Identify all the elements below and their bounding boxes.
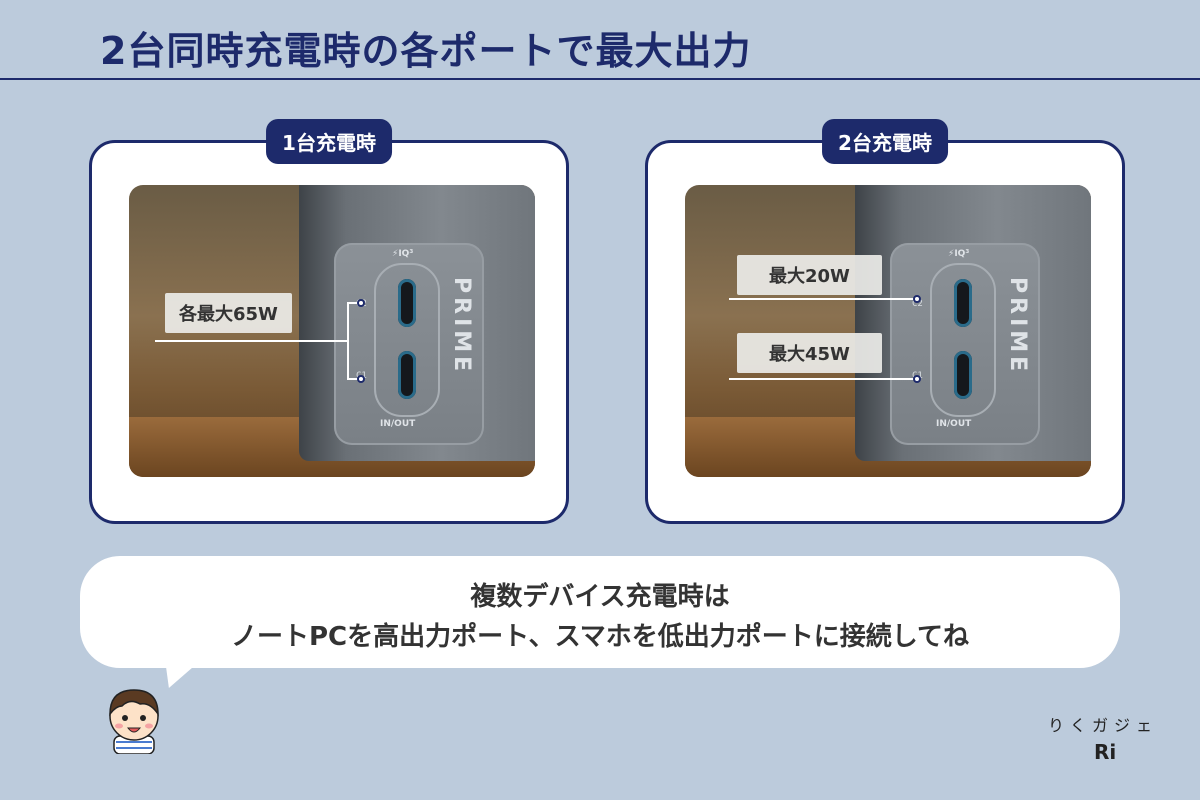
avatar	[100, 684, 168, 755]
brand-logo: PRIME	[1005, 277, 1030, 376]
inout-label: IN/OUT	[380, 419, 416, 429]
brand-logo: PRIME	[449, 277, 474, 376]
charger-photo: ⚡IQ³ C2 C1 IN/OUT PRIME 各最大65W	[129, 185, 535, 477]
iq-mark: ⚡IQ³	[948, 249, 970, 259]
port-frame	[374, 263, 440, 417]
charger-body: ⚡IQ³ C2 C1 IN/OUT PRIME	[855, 185, 1091, 461]
leader-line-c1	[347, 378, 359, 380]
output-label-c2: 最大20W	[737, 255, 882, 295]
signature-kana: りくガジェ	[1048, 716, 1159, 735]
boy-avatar-icon	[109, 689, 159, 755]
leader-line-c2	[729, 298, 915, 300]
panel-dual-charging: 2台充電時 ⚡IQ³ C2 C1 IN/OUT PRIME 最大20W 最大45…	[645, 119, 1125, 524]
usb-c1-port	[398, 351, 416, 399]
c1-dot	[913, 375, 921, 383]
leader-line-c1	[729, 378, 915, 380]
charger-faceplate: ⚡IQ³ C2 C1 IN/OUT PRIME	[890, 243, 1040, 445]
title-bar: 2台同時充電時の各ポートで最大出力	[0, 0, 1200, 80]
port-label-c2: C2	[912, 299, 923, 309]
inout-label: IN/OUT	[936, 419, 972, 429]
usb-c2-port	[398, 279, 416, 327]
bubble-line-2: ノートPCを高出力ポート、スマホを低出力ポートに接続してね	[230, 622, 970, 652]
charger-faceplate: ⚡IQ³ C2 C1 IN/OUT PRIME	[334, 243, 484, 445]
charger-body: ⚡IQ³ C2 C1 IN/OUT PRIME	[299, 185, 535, 461]
panel-tag: 2台充電時	[822, 119, 948, 164]
usb-c1-port	[954, 351, 972, 399]
leader-line-vertical	[347, 302, 349, 380]
c1-dot	[357, 375, 365, 383]
charger-photo: ⚡IQ³ C2 C1 IN/OUT PRIME 最大20W 最大45W	[685, 185, 1091, 477]
output-label-c1: 最大45W	[737, 333, 882, 373]
leader-line-c2	[347, 302, 359, 304]
page-title: 2台同時充電時の各ポートで最大出力	[100, 29, 752, 73]
c2-dot	[913, 295, 921, 303]
bubble-line-1: 複数デバイス充電時は	[470, 582, 730, 612]
output-label: 各最大65W	[165, 293, 292, 333]
usb-c2-port	[954, 279, 972, 327]
leader-line-main	[155, 340, 349, 342]
port-frame	[930, 263, 996, 417]
panel-single-charging: 1台充電時 ⚡IQ³ C2 C1 IN/OUT PRIME 各最大65W	[89, 119, 569, 524]
speech-bubble: 複数デバイス充電時は ノートPCを高出力ポート、スマホを低出力ポートに接続してね	[80, 556, 1120, 668]
panel-tag: 1台充電時	[266, 119, 392, 164]
signature-name: Ri	[1094, 740, 1117, 764]
c2-dot	[357, 299, 365, 307]
iq-mark: ⚡IQ³	[392, 249, 414, 259]
